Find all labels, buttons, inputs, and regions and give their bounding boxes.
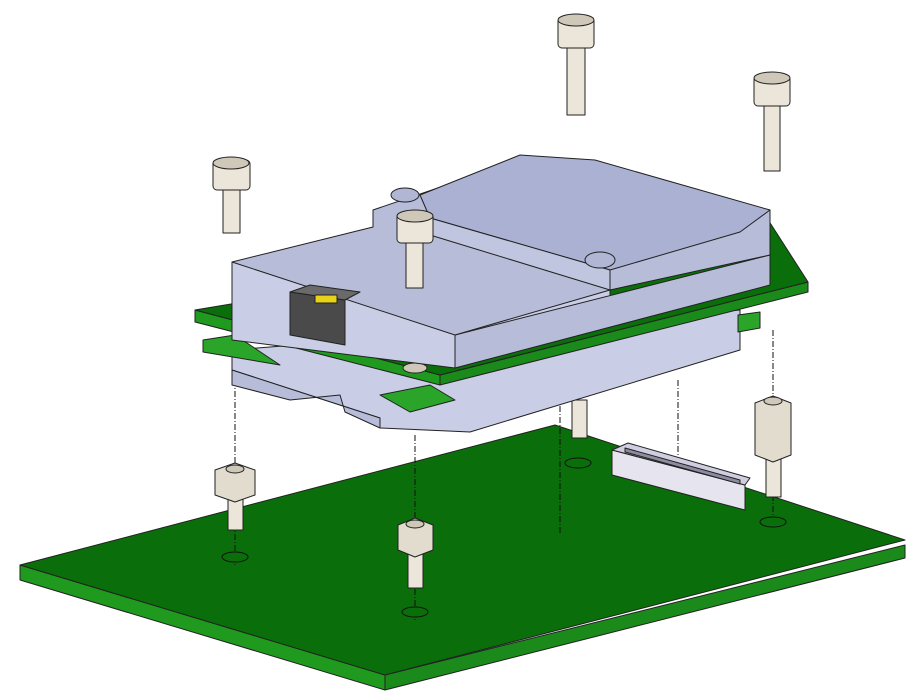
screw-left [212,156,251,234]
mounting-holes [221,457,787,618]
screws [212,13,791,289]
standoff-center [397,517,434,589]
standoff-right [754,395,792,498]
housing-screw-2 [584,251,616,269]
board-connector [611,442,751,511]
housing-connector [289,284,361,346]
screw-center [396,209,434,289]
standoff-left [214,462,256,531]
lower-pcb [202,311,761,413]
screw-top-center [557,13,595,116]
screw-top-right [753,71,791,172]
standoff-rear [571,399,588,439]
standoffs [214,395,792,589]
housing-screw-1 [390,187,420,203]
